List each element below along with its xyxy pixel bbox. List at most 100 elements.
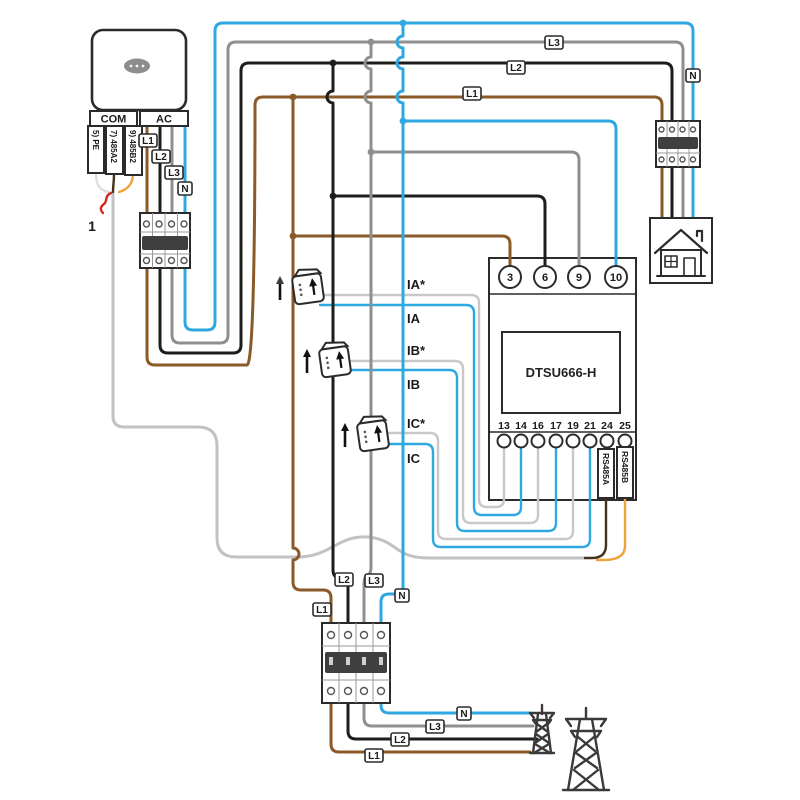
svg-text:N: N xyxy=(460,709,467,720)
label-ia: IA xyxy=(407,311,421,326)
ct-secondary-wires xyxy=(318,293,592,549)
loop-l3 xyxy=(170,40,685,345)
svg-text:N: N xyxy=(689,71,696,82)
bus-l3 xyxy=(362,40,535,728)
svg-text:N: N xyxy=(181,184,188,195)
meter-terminal-21-label: 21 xyxy=(584,420,596,432)
svg-text:L3: L3 xyxy=(168,168,180,179)
meter-terminal-3: 3 xyxy=(507,272,513,284)
meter-display xyxy=(501,331,621,414)
ct-phase-a xyxy=(276,268,325,306)
label-ic: IC xyxy=(407,451,421,466)
meter-terminal-16-label: 16 xyxy=(532,420,544,432)
svg-text:L1: L1 xyxy=(316,605,328,616)
svg-text:N: N xyxy=(398,591,405,602)
rs485a-port-box xyxy=(597,448,615,499)
com-terminal-485b2-label: 9) 485B2 xyxy=(128,130,137,163)
label-ic-star: IC* xyxy=(407,416,426,431)
grid-breaker xyxy=(321,622,391,704)
com-terminal-485a2-label: 7) 485A2 xyxy=(109,130,118,163)
com-terminal-485a2 xyxy=(105,125,124,175)
junction-dot xyxy=(329,59,337,67)
label-l3-grid-out: L3 xyxy=(425,719,445,734)
label-l1-grid-out: L1 xyxy=(364,748,384,763)
meter-terminal-9: 9 xyxy=(576,272,582,284)
wire-ib xyxy=(344,368,558,533)
phase-bus-wires xyxy=(289,19,618,754)
label-l2-grid-in: L2 xyxy=(334,572,354,587)
com-terminal-pe-label: 5) PE xyxy=(91,130,100,151)
label-l2-ac: L2 xyxy=(151,149,171,164)
label-n-top: N xyxy=(685,68,701,83)
junction-dot xyxy=(329,192,337,200)
junction-dot xyxy=(289,93,297,101)
label-ib: IB xyxy=(407,377,420,392)
svg-text:L2: L2 xyxy=(155,152,167,163)
svg-text:L1: L1 xyxy=(466,89,478,100)
inverter: COM AC 5) PE 7) 485A2 9) 485B2 1 xyxy=(87,28,189,234)
rs485b-port-label: RS485B xyxy=(620,451,630,483)
junction-dot xyxy=(367,38,375,46)
wire-ia-star xyxy=(318,293,506,509)
label-n-ac: N xyxy=(177,181,193,196)
com-485a2-pigtail xyxy=(111,172,116,194)
junction-dot xyxy=(399,19,407,27)
meter-terminal-13-label: 13 xyxy=(498,420,510,432)
bus-neutral xyxy=(379,21,532,715)
meter-terminal-6: 6 xyxy=(542,272,548,284)
loop-l2 xyxy=(158,61,674,355)
com-terminal-485b2 xyxy=(124,125,143,176)
ct-phase-c xyxy=(341,415,390,453)
label-l1-top: L1 xyxy=(462,86,482,101)
comm-cable-gray xyxy=(111,190,587,560)
pe-callout-wire xyxy=(99,191,113,215)
rs485-comm-cable xyxy=(94,172,627,562)
loop-l1 xyxy=(145,95,664,367)
ac-loop-wires xyxy=(145,21,695,367)
label-ia-star: IA* xyxy=(407,277,426,292)
label-n-grid-in: N xyxy=(394,588,410,603)
meter-terminal-24-label: 24 xyxy=(601,420,613,432)
meter-terminal-10: 10 xyxy=(610,272,622,284)
rs485b-port-box xyxy=(616,446,634,499)
com-pe-pigtail xyxy=(94,172,113,195)
com-terminal-pe xyxy=(87,125,105,174)
branch-neutral-meter xyxy=(401,119,618,269)
ac-port-label: AC xyxy=(156,114,172,126)
label-l1-ac: L1 xyxy=(138,133,158,148)
meter-terminal-14-label: 14 xyxy=(515,420,527,432)
ct-wire-labels: IA* IA IB* IB IC* IC xyxy=(407,277,426,466)
ac-port-box xyxy=(139,110,189,127)
house-load xyxy=(649,217,713,284)
large-transmission-tower-icon xyxy=(561,706,611,792)
wire-ia xyxy=(318,303,523,517)
svg-text:L2: L2 xyxy=(338,575,350,586)
wire-ic-star xyxy=(380,431,575,541)
label-l3-grid-in: L3 xyxy=(364,573,384,588)
ct-phase-b xyxy=(303,341,352,379)
label-l3-top: L3 xyxy=(544,35,564,50)
breaker-toggle-row xyxy=(325,652,387,673)
com-485b2-pigtail xyxy=(117,172,135,194)
junction-dot xyxy=(289,232,297,240)
breaker-toggle-row xyxy=(142,236,188,250)
rs485b-wire xyxy=(595,495,627,562)
meter-terminals: 3 6 9 10 13 14 16 17 19 21 24 25 RS485A … xyxy=(496,265,634,499)
svg-text:L1: L1 xyxy=(142,136,154,147)
energy-meter: DTSU666-H xyxy=(488,257,637,501)
svg-text:L3: L3 xyxy=(548,38,560,49)
branch-l2-meter xyxy=(331,194,547,269)
small-transmission-tower-icon xyxy=(528,703,556,755)
wire-ic xyxy=(380,442,592,549)
junction-dot xyxy=(367,148,375,156)
meter-terminal-25-label: 25 xyxy=(619,420,631,432)
breaker-toggle-row xyxy=(658,137,698,149)
svg-text:L2: L2 xyxy=(394,735,406,746)
rs485a-port-label: RS485A xyxy=(601,453,611,485)
label-l3-ac: L3 xyxy=(164,165,184,180)
svg-text:L3: L3 xyxy=(429,722,441,733)
com-port-label: COM xyxy=(101,114,127,126)
label-ib-star: IB* xyxy=(407,343,426,358)
